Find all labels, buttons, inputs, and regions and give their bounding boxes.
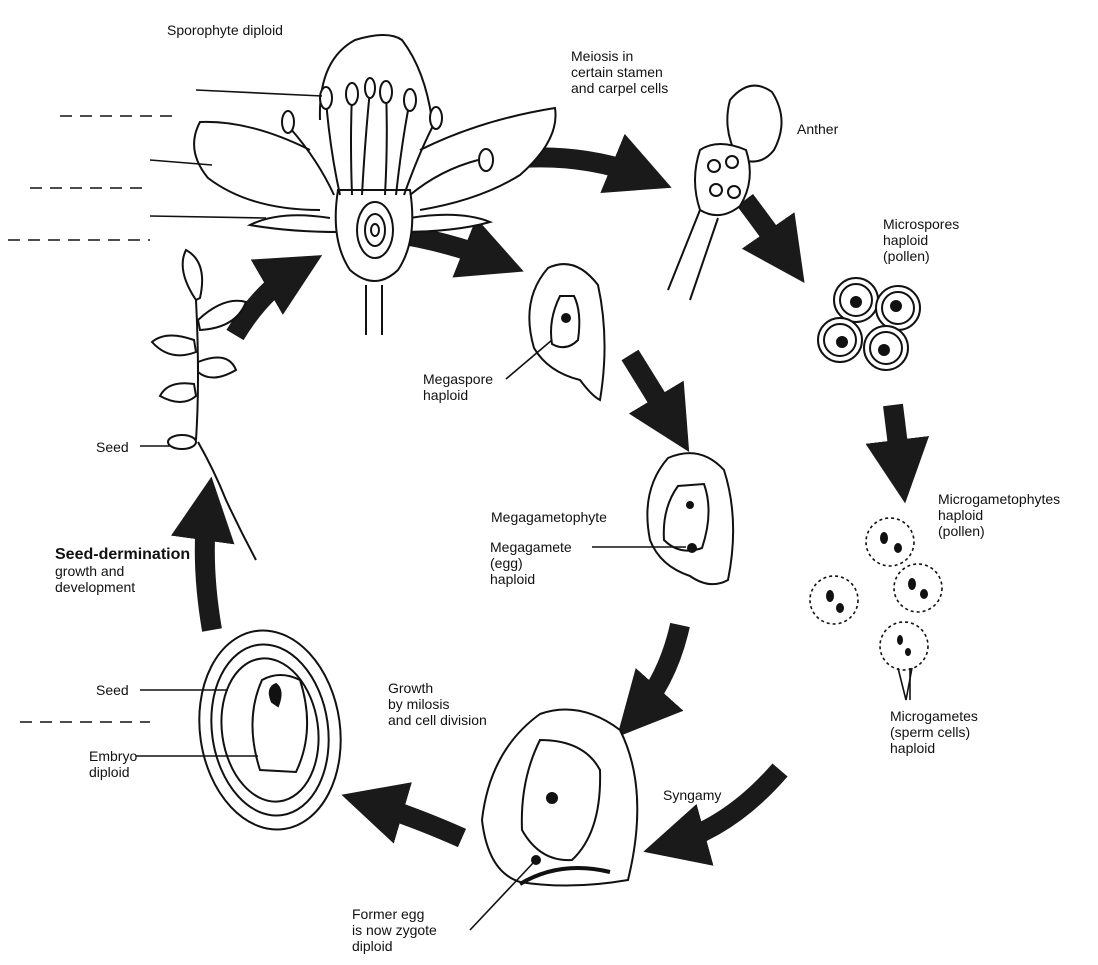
- arrow-microspores-to-microgametophytes: [893, 405, 902, 478]
- megaspore-illustration: [529, 264, 604, 400]
- label-seed-germination: Seed-dermination growth and development: [55, 547, 190, 595]
- syngamy-illustration: [482, 710, 637, 886]
- label-microspores: Microspores haploid (pollen): [883, 216, 959, 264]
- megagametophyte-illustration: [647, 453, 733, 584]
- seed-illustration: [187, 621, 353, 839]
- label-zygote: Former egg is now zygote diploid: [352, 906, 437, 954]
- label-growth: Growth by milosis and cell division: [388, 680, 487, 728]
- anther-illustration: [668, 86, 782, 300]
- arrow-seed-to-seedling: [205, 502, 212, 630]
- flower-sepal-right: [400, 215, 490, 232]
- arrow-syngamy-to-seed: [366, 802, 462, 838]
- arrow-microgametes-to-syngamy: [668, 770, 780, 845]
- label-sporophyte-diploid: Sporophyte diploid: [167, 22, 283, 38]
- arrow-megagametophyte-to-syngamy: [634, 625, 680, 718]
- blank-label-lines: [8, 116, 180, 722]
- label-megagamete: Megagamete (egg) haploid: [490, 539, 572, 587]
- label-syngamy: Syngamy: [663, 787, 721, 803]
- label-meiosis: Meiosis in certain stamen and carpel cel…: [571, 48, 668, 96]
- arrow-anther-to-microspores: [745, 200, 790, 262]
- label-seed-seedling: Seed: [96, 439, 129, 455]
- arrow-megaspore-to-megagametophyte: [630, 355, 676, 430]
- seed-pointer-lines: [136, 690, 258, 756]
- label-embryo: Embryo diploid: [89, 748, 137, 780]
- label-microgametes: Microgametes (sperm cells) haploid: [890, 708, 978, 756]
- flower-petal-left: [194, 122, 320, 210]
- flower-illustration: [194, 35, 555, 335]
- label-seed-coat: Seed: [96, 682, 129, 698]
- label-megaspore: Megaspore haploid: [423, 371, 493, 403]
- label-anther: Anther: [797, 121, 838, 137]
- label-microgametophytes: Microgametophytes haploid (pollen): [938, 491, 1060, 539]
- flower-stem: [366, 285, 382, 335]
- label-megagametophyte: Megagametophyte: [491, 509, 607, 525]
- microspores-illustration: [818, 278, 920, 370]
